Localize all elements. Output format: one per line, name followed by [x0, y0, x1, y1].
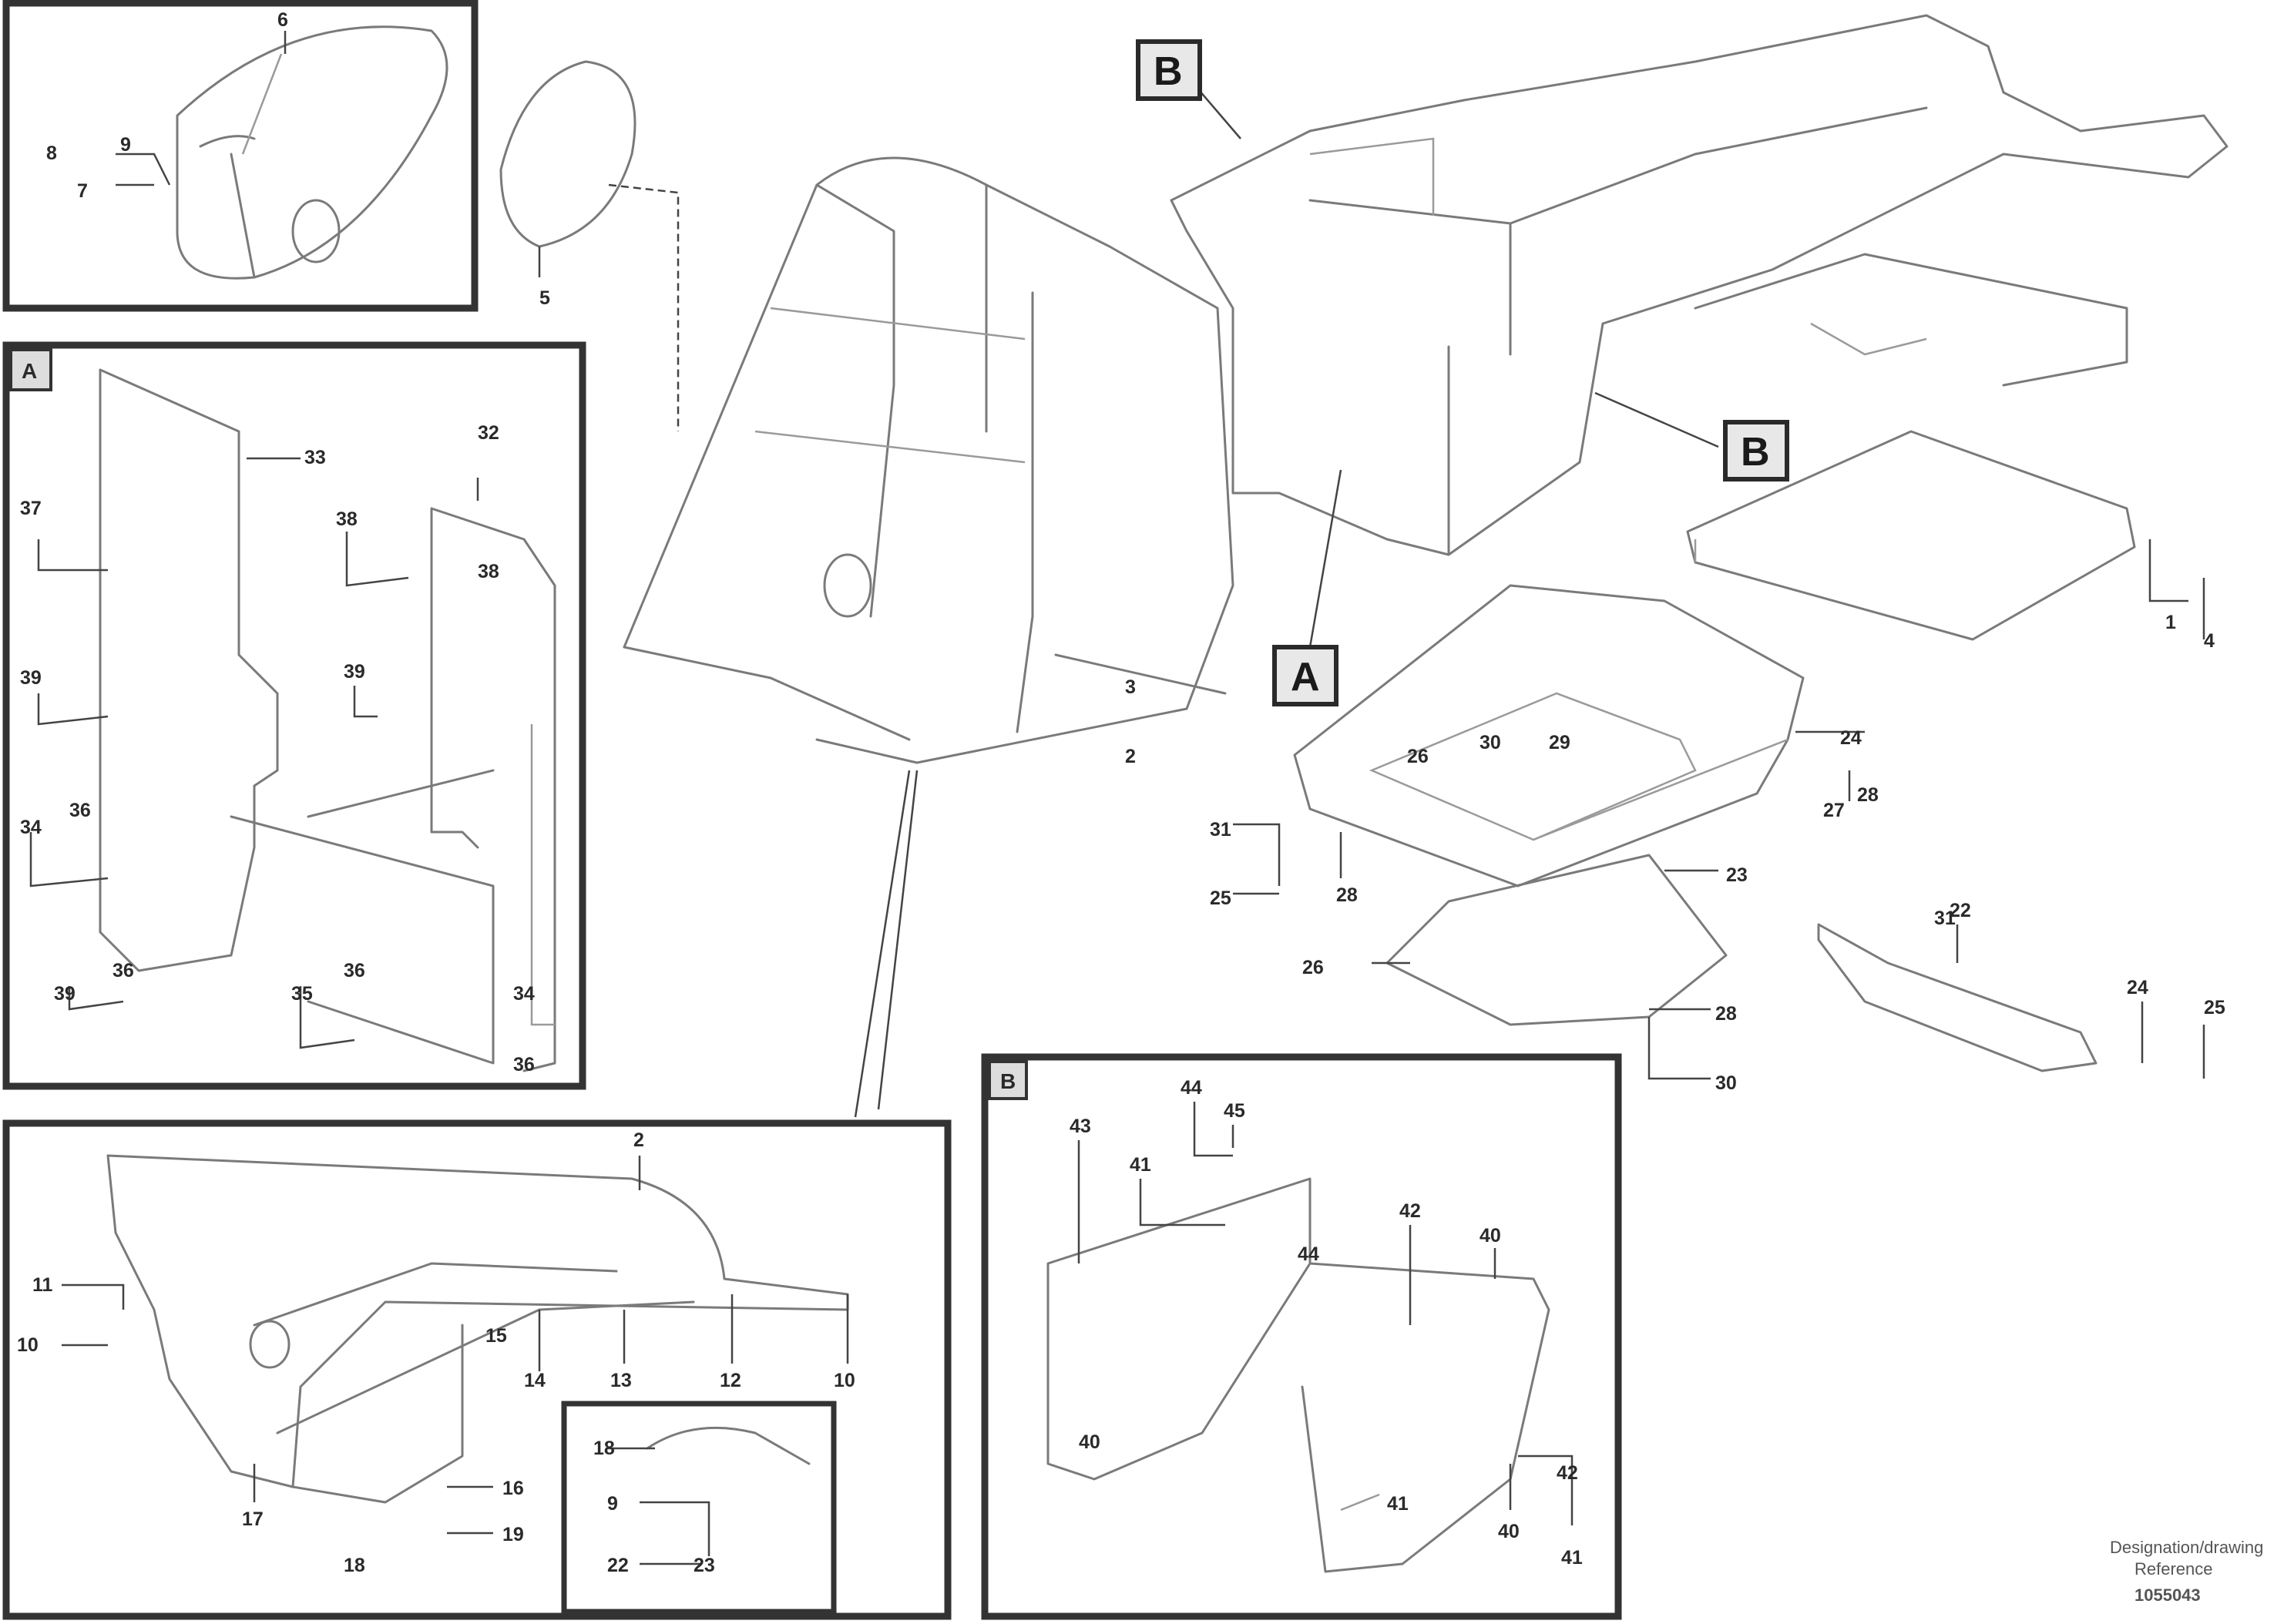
part-number-label: 23	[694, 1555, 715, 1576]
part-number-label: 12	[720, 1370, 741, 1391]
part-number-label: 28	[1715, 1003, 1737, 1025]
detail-tag-b: B	[1000, 1069, 1016, 1093]
main-exploded-view: B B A 1 4 24 27 28 26 30 29 31 25 28 23 …	[499, 14, 2229, 1118]
detail-tag-a: A	[22, 359, 37, 383]
part-number-label: 37	[20, 498, 42, 519]
callout-a	[1272, 645, 1338, 706]
part-number-label: 10	[834, 1370, 855, 1391]
part-number-label: 27	[1823, 800, 1845, 821]
part-number-label: 28	[1336, 884, 1358, 906]
part-number-label: 31	[1934, 908, 1956, 929]
inset-panel-1: 6 8 9 7 5	[2, 0, 550, 312]
part-number-label: 4	[2204, 630, 2215, 652]
part-number-label: 26	[1407, 746, 1429, 767]
part-number-label: 8	[46, 143, 57, 164]
callout-b-top	[1136, 39, 1202, 101]
part-number-label: 10	[17, 1334, 39, 1356]
part-number-label: 32	[478, 422, 499, 444]
part-number-label: 13	[610, 1370, 632, 1391]
part-number-label: 39	[20, 667, 42, 689]
part-number-label: 35	[291, 983, 313, 1005]
part-number-label: 41	[1561, 1547, 1583, 1569]
part-number-label: 2	[633, 1129, 644, 1151]
drawing-code: 1055043	[2134, 1585, 2201, 1605]
part-number-label: 19	[502, 1524, 524, 1545]
callout-b-right-label: B	[1741, 430, 1770, 475]
callout-a-label: A	[1291, 655, 1320, 700]
part-number-label: 17	[242, 1508, 264, 1530]
part-number-label: 18	[593, 1438, 615, 1459]
part-number-label: 7	[77, 180, 88, 202]
part-number-label: 40	[1480, 1225, 1501, 1247]
part-number-label: 28	[1857, 784, 1879, 806]
part-number-label: 41	[1387, 1493, 1409, 1515]
part-number-label: 38	[336, 508, 358, 530]
part-number-label: 36	[69, 800, 91, 821]
callout-b-top-label: B	[1154, 49, 1183, 94]
part-number-label: 14	[524, 1370, 546, 1391]
part-number-label: 29	[1549, 732, 1570, 753]
part-number-label: 6	[277, 9, 288, 31]
detail-panel-a: A 33 32 37 38 38 39 39 34 36 39 36 35 36…	[2, 341, 586, 1090]
part-number-label: 44	[1181, 1077, 1202, 1099]
part-number-label: 16	[502, 1478, 524, 1499]
part-number-label: 45	[1224, 1100, 1245, 1122]
part-number-label: 24	[2127, 977, 2148, 998]
part-number-label: 2	[1125, 746, 1136, 767]
part-number-label: 15	[485, 1325, 507, 1347]
part-number-label: 22	[607, 1555, 629, 1576]
part-number-label: 23	[1726, 864, 1748, 886]
part-number-label: 30	[1480, 732, 1501, 753]
part-number-label: 43	[1070, 1116, 1091, 1137]
part-number-label: 41	[1130, 1154, 1151, 1176]
callout-b-right	[1723, 420, 1789, 481]
part-number-label: 3	[1125, 676, 1136, 698]
part-number-label: 31	[1210, 819, 1231, 841]
part-number-label: 26	[1302, 957, 1324, 978]
part-number-label: 22	[1950, 900, 1971, 921]
part-number-label: 34	[513, 983, 535, 1005]
part-number-label: 25	[1210, 887, 1231, 909]
part-number-label: 39	[54, 983, 76, 1005]
detail-panel-b: B 43 44 45 41 42 44 40 42 40 41 41 40	[981, 1053, 1622, 1620]
part-number-label: 11	[32, 1274, 53, 1296]
drawing-reference: Reference	[2134, 1559, 2213, 1579]
part-number-label: 5	[539, 287, 550, 309]
drawing-designation: Designation/drawing	[2110, 1538, 2263, 1557]
drawing-reference-block: Designation/drawing Reference 1055043	[2110, 1538, 2263, 1605]
part-number-label: 40	[1498, 1521, 1520, 1542]
part-number-label: 1	[2165, 612, 2176, 633]
part-number-label: 25	[2204, 997, 2225, 1018]
part-number-label: 18	[344, 1555, 365, 1576]
part-number-label: 42	[1399, 1200, 1421, 1222]
part-number-label: 42	[1557, 1462, 1578, 1484]
part-number-label: 36	[113, 960, 134, 981]
part-number-label: 33	[304, 447, 326, 468]
part-number-label: 9	[607, 1493, 618, 1515]
part-number-label: 24	[1840, 727, 1862, 749]
part-number-label: 9	[120, 134, 131, 156]
part-number-label: 38	[478, 561, 499, 582]
part-number-label: 44	[1298, 1243, 1319, 1265]
part-number-label: 36	[513, 1054, 535, 1075]
part-number-label: 34	[20, 817, 42, 838]
part-number-label: 30	[1715, 1072, 1737, 1094]
bottom-detail-panel: 2 11 10 15 14 13 12 10 17 16 18 19 18 9 …	[2, 1119, 952, 1620]
part-number-label: 40	[1079, 1431, 1100, 1453]
part-number-label: 36	[344, 960, 365, 981]
part-number-label: 39	[344, 661, 365, 683]
